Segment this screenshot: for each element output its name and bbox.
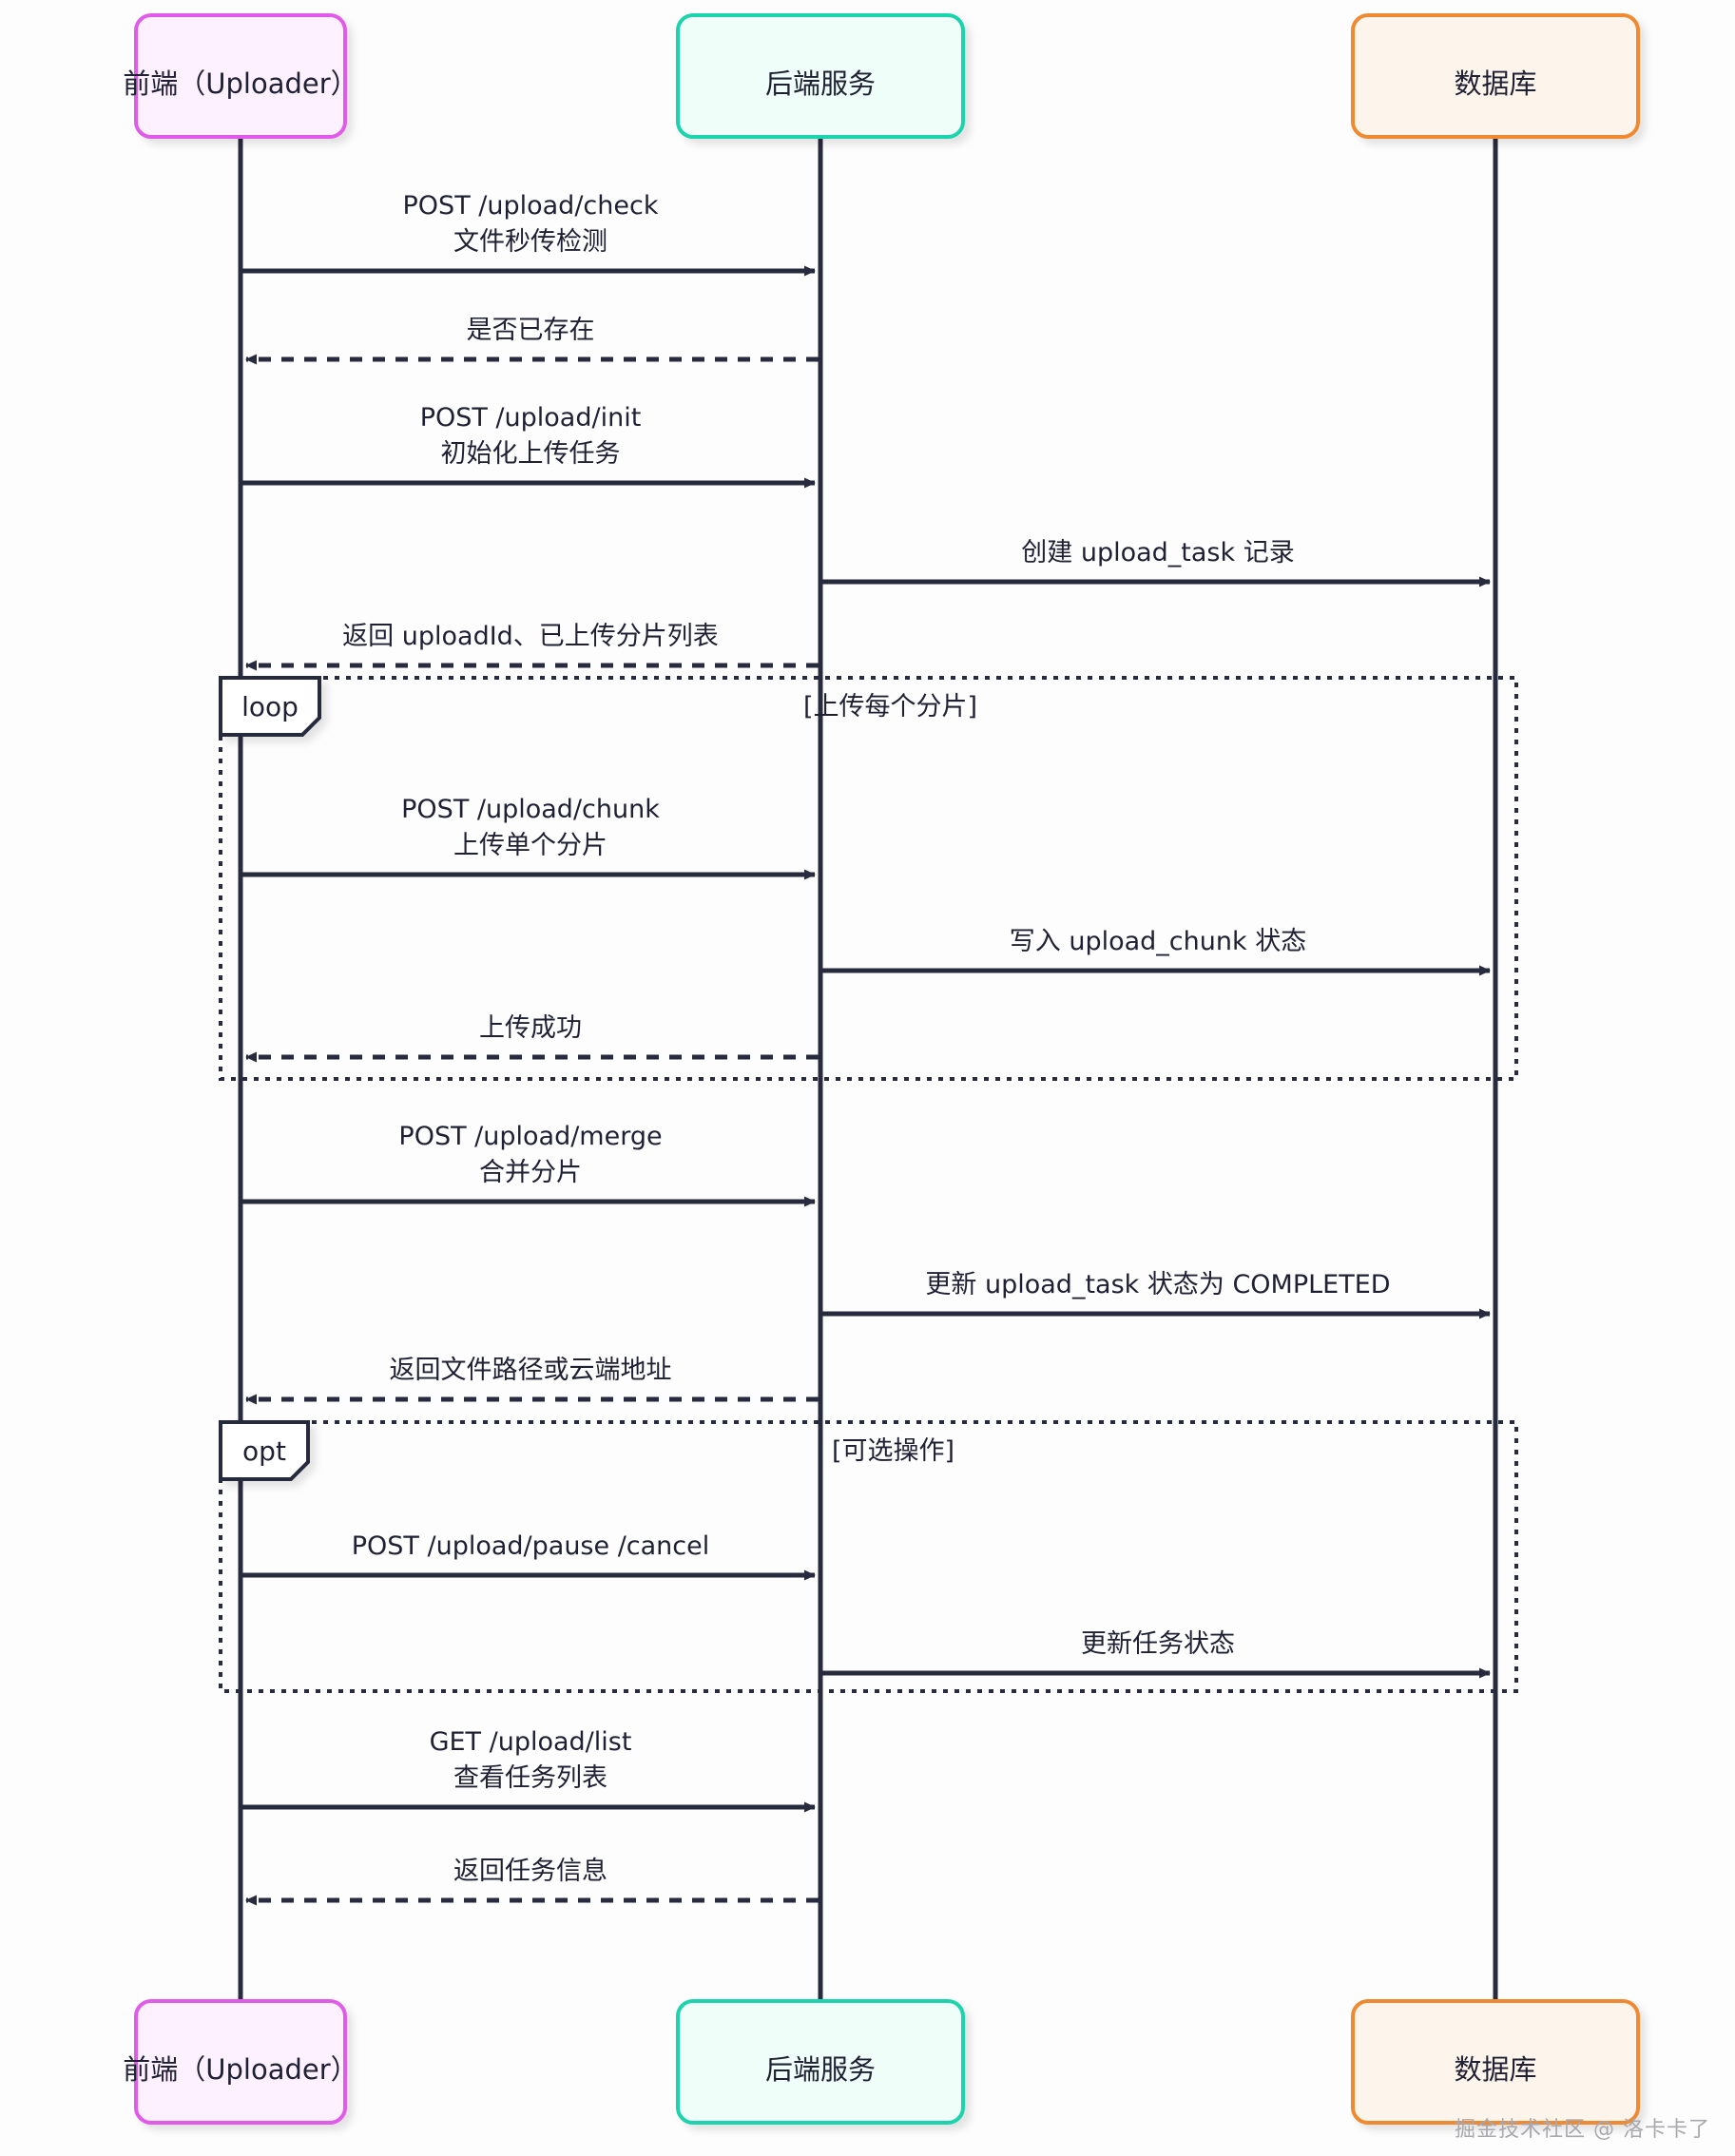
participant-label-backend: 后端服务 [765, 2053, 876, 2086]
participant-boxes-bottom: 前端（Uploader） 后端服务 数据库 [123, 1999, 1640, 2125]
message-label: POST /upload/merge [398, 1122, 662, 1151]
frames-group: loop [上传每个分片] opt [可选操作] [219, 676, 1518, 1693]
message-label: 返回任务信息 [453, 1857, 607, 1886]
message-label: 更新任务状态 [1081, 1629, 1235, 1659]
message-label: 查看任务列表 [453, 1763, 607, 1793]
participant-rect[interactable] [1351, 13, 1640, 139]
message-label: POST /upload/init [420, 403, 642, 433]
message-backend-to-frontend: 返回任务信息 [245, 1857, 819, 1906]
message-label: 返回文件路径或云端地址 [390, 1356, 672, 1385]
message-label: 创建 upload_task 记录 [1021, 538, 1294, 568]
participant-box-database-top[interactable]: 数据库 [1351, 13, 1640, 139]
frame-opt: opt [可选操作] [219, 1420, 1518, 1693]
participant-box-frontend-bottom[interactable]: 前端（Uploader） [123, 1999, 358, 2125]
message-backend-to-frontend: 是否已存在 [245, 316, 819, 365]
message-label: 文件秒传检测 [453, 227, 607, 257]
message-label: 上传单个分片 [453, 831, 607, 860]
message-label: GET /upload/list [430, 1727, 632, 1757]
frame-tab-opt [219, 1420, 310, 1481]
participant-label-database: 数据库 [1454, 67, 1536, 100]
participant-box-frontend-top[interactable]: 前端（Uploader） [123, 13, 358, 139]
frame-loop: loop [上传每个分片] [219, 676, 1518, 1081]
participant-boxes-top: 前端（Uploader） 后端服务 数据库 [123, 13, 1640, 139]
message-label: POST /upload/check [403, 191, 659, 221]
watermark: 掘金技术社区 @ 洛卡卡了 [1455, 2118, 1710, 2142]
message-frontend-to-backend: GET /upload/list 查看任务列表 [242, 1727, 816, 1813]
message-frontend-to-backend: POST /upload/check 文件秒传检测 [242, 191, 816, 277]
message-label: POST /upload/chunk [401, 795, 660, 824]
message-label: 初始化上传任务 [441, 439, 621, 469]
message-backend-to-frontend: 返回文件路径或云端地址 [245, 1356, 819, 1405]
message-backend-to-database: 更新任务状态 [822, 1629, 1491, 1679]
participant-label-backend: 后端服务 [765, 67, 876, 100]
participant-rect[interactable] [1351, 1999, 1640, 2125]
message-backend-to-frontend: 上传成功 [245, 1013, 819, 1063]
participant-label-database: 数据库 [1454, 2053, 1536, 2086]
message-label: 合并分片 [479, 1158, 582, 1187]
message-frontend-to-backend: POST /upload/chunk 上传单个分片 [242, 795, 816, 880]
participant-rect[interactable] [134, 1999, 347, 2125]
participant-box-database-bottom[interactable]: 数据库 [1351, 1999, 1640, 2125]
message-label: 是否已存在 [467, 316, 595, 345]
frame-tab-loop [219, 676, 321, 737]
message-frontend-to-backend: POST /upload/pause /cancel [242, 1531, 816, 1581]
message-frontend-to-backend: POST /upload/init 初始化上传任务 [242, 403, 816, 489]
participant-rect[interactable] [676, 1999, 965, 2125]
participant-label-frontend: 前端（Uploader） [123, 2053, 357, 2086]
message-label: 返回 uploadId、已上传分片列表 [342, 622, 719, 651]
message-backend-to-database: 写入 upload_chunk 状态 [822, 927, 1491, 976]
message-label: 上传成功 [479, 1013, 582, 1043]
frame-condition-opt: [可选操作] [832, 1436, 954, 1466]
message-backend-to-frontend: 返回 uploadId、已上传分片列表 [245, 622, 819, 671]
frame-tab-label-opt: opt [242, 1435, 286, 1467]
message-backend-to-database: 更新 upload_task 状态为 COMPLETED [822, 1270, 1491, 1319]
participant-box-backend-top[interactable]: 后端服务 [676, 13, 965, 139]
message-label: 写入 upload_chunk 状态 [1010, 927, 1306, 956]
participant-label-frontend: 前端（Uploader） [123, 67, 357, 100]
message-label: 更新 upload_task 状态为 COMPLETED [925, 1270, 1390, 1299]
participant-rect[interactable] [134, 13, 347, 139]
participant-box-backend-bottom[interactable]: 后端服务 [676, 1999, 965, 2125]
participant-rect[interactable] [676, 13, 965, 139]
frame-tab-label-loop: loop [241, 691, 299, 722]
message-frontend-to-backend: POST /upload/merge 合并分片 [242, 1122, 816, 1207]
message-label: POST /upload/pause /cancel [352, 1531, 710, 1561]
frame-condition-loop: [上传每个分片] [803, 692, 977, 722]
message-backend-to-database: 创建 upload_task 记录 [822, 538, 1491, 587]
